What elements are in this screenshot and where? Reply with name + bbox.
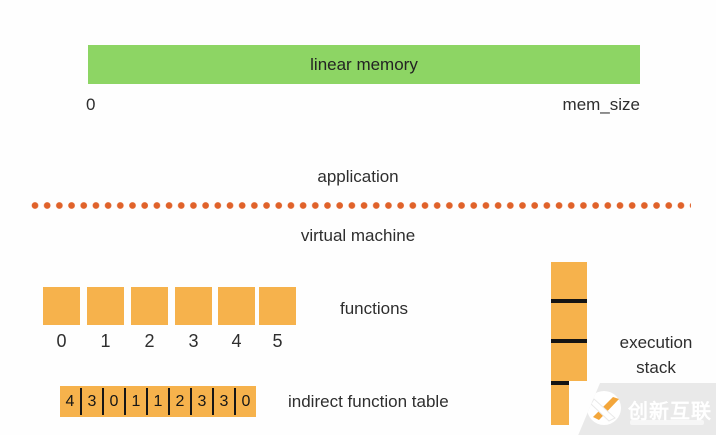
virtual-machine-layer-label: virtual machine [300, 226, 416, 245]
stack-segment [551, 385, 569, 425]
ift-cell-divider [190, 388, 192, 415]
ift-cell: 1 [153, 392, 163, 410]
ift-cell: 3 [197, 392, 207, 410]
function-block-0 [43, 287, 80, 325]
function-index-2: 2 [144, 331, 155, 351]
ift-cell-divider [124, 388, 126, 415]
ift-cell: 3 [219, 392, 229, 410]
execution-stack-label-line2: stack [636, 358, 676, 377]
ift-cell: 0 [109, 392, 119, 410]
ift-cell: 4 [65, 392, 75, 410]
watermark-brand-text: 创新互联 [628, 401, 712, 423]
function-block-1 [87, 287, 124, 325]
function-block-4 [218, 287, 255, 325]
stack-divider [551, 299, 587, 303]
function-index-4: 4 [231, 331, 242, 351]
functions-label: functions [340, 299, 409, 318]
ift-cell-divider [102, 388, 104, 415]
memory-start-label: 0 [86, 95, 96, 114]
watermark-band: 创新互联 [578, 383, 716, 435]
stack-divider [551, 381, 569, 385]
execution-stack-label-line1: execution [619, 333, 693, 352]
ift-cell: 2 [175, 392, 185, 410]
ift-cell-divider [146, 388, 148, 415]
stack-divider [551, 339, 587, 343]
function-index-5: 5 [272, 331, 283, 351]
function-block-3 [175, 287, 212, 325]
ift-cell-divider [212, 388, 214, 415]
function-block-5 [259, 287, 296, 325]
indirect-function-table: 4 3 0 1 1 2 3 3 0 [60, 386, 256, 417]
indirect-function-table-label: indirect function table [288, 392, 449, 411]
linear-memory-label: linear memory [310, 54, 418, 74]
linear-memory-bar: linear memory [88, 45, 640, 84]
function-index-0: 0 [56, 331, 67, 351]
application-layer-label: application [317, 167, 399, 186]
ift-cell: 3 [87, 392, 97, 410]
stack-segment [551, 262, 587, 299]
ift-cell: 1 [131, 392, 141, 410]
ift-cell-divider [168, 388, 170, 415]
ift-cell-divider [80, 388, 82, 415]
watermark-tagline [630, 420, 704, 425]
function-block-2 [131, 287, 168, 325]
brand-logo-icon [587, 391, 621, 425]
memory-end-label: mem_size [562, 95, 640, 114]
stack-segment [551, 303, 587, 339]
ift-cell-divider [234, 388, 236, 415]
function-index-3: 3 [188, 331, 199, 351]
boundary-dotted-line [31, 201, 691, 210]
execution-stack-label: execution stack [606, 330, 706, 380]
stack-segment [551, 343, 587, 381]
ift-cell: 0 [241, 392, 251, 410]
function-index-1: 1 [100, 331, 111, 351]
